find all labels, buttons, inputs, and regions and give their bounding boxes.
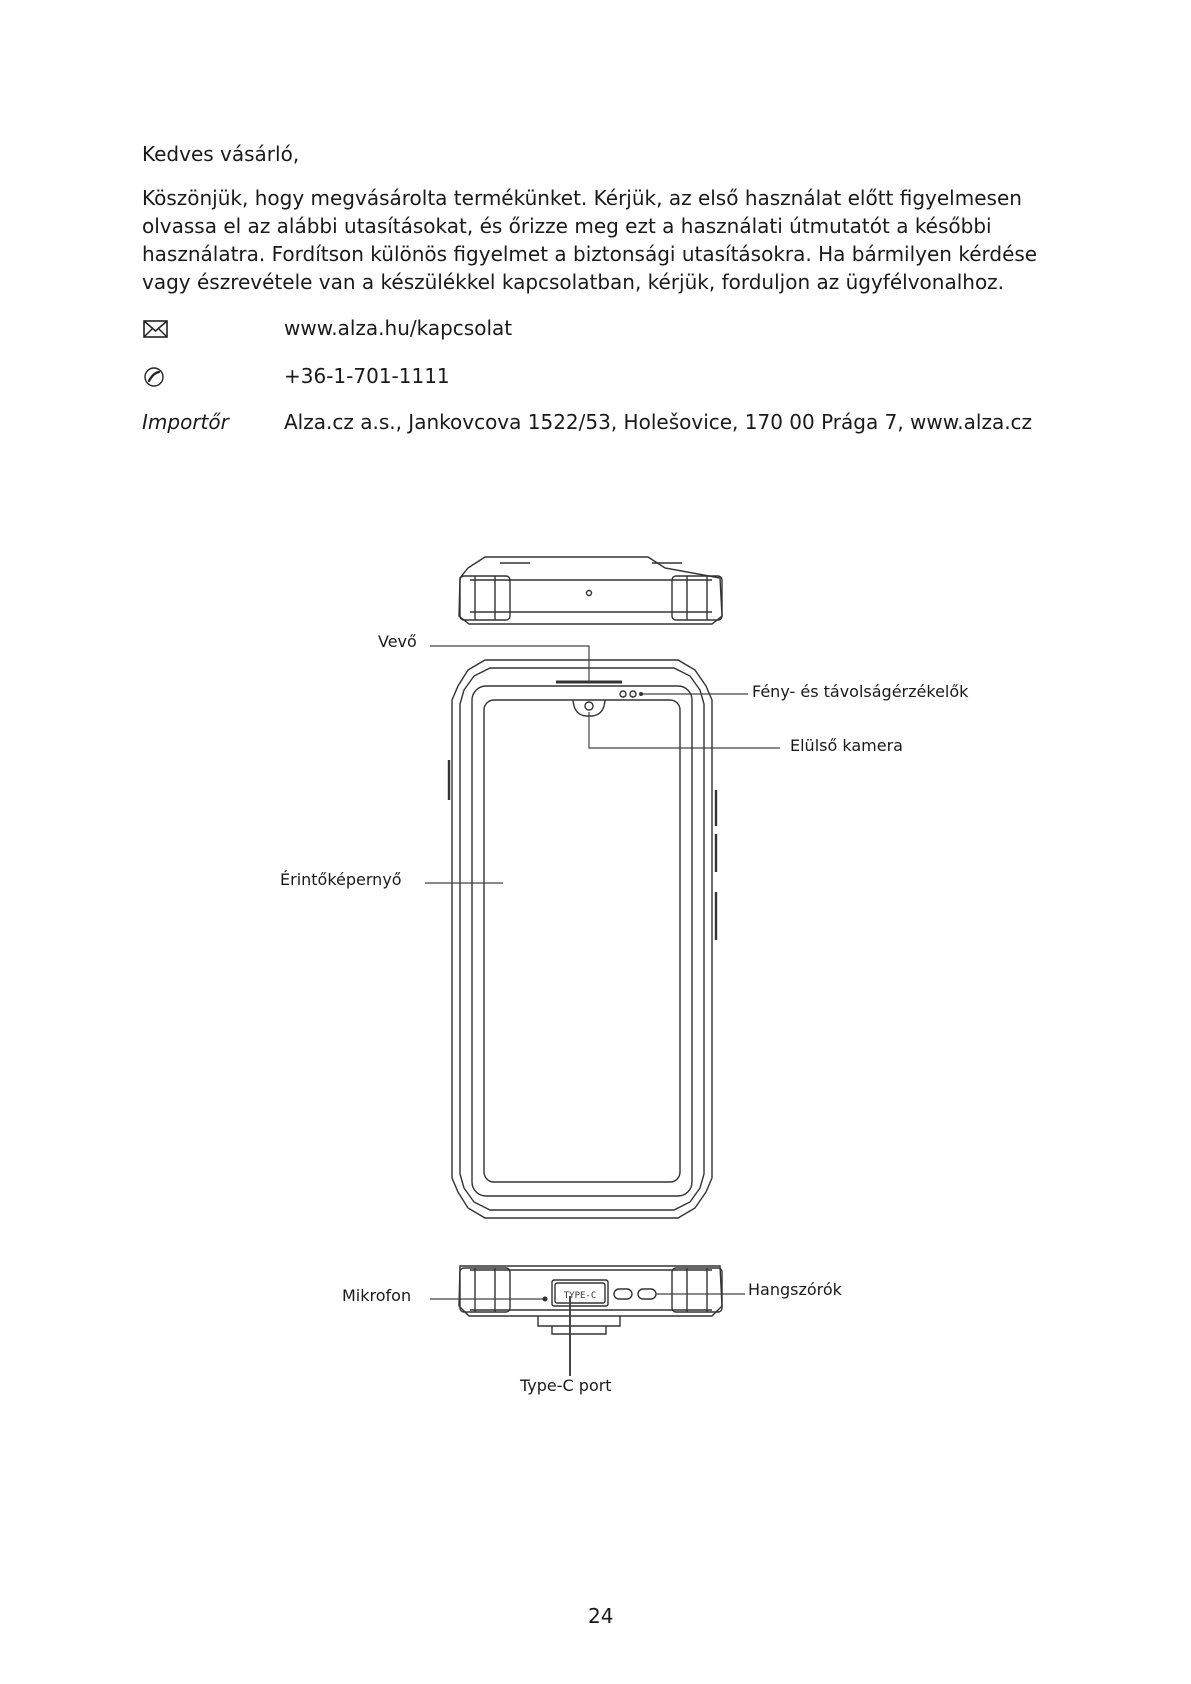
email-link[interactable]: www.alza.hu/kapcsolat [284, 316, 513, 340]
greeting: Kedves vásárló, [142, 142, 300, 166]
page-number: 24 [588, 1604, 614, 1628]
intro-line: használatra. Fordítson különös figyelmet… [142, 242, 1038, 266]
envelope-icon [143, 320, 168, 338]
label-sensors: Fény- és távolságérzékelők [752, 682, 969, 701]
label-receiver: Vevő [378, 632, 417, 651]
phone-icon [144, 367, 164, 387]
phone-front-view [447, 659, 718, 1219]
port-type-text: TYPE-C [564, 1291, 597, 1301]
label-typec-port: Type-C port [520, 1376, 612, 1395]
label-speakers: Hangszórók [748, 1280, 842, 1299]
intro-line: olvassa el az alábbi utasításokat, és őr… [142, 214, 992, 238]
label-touchscreen: Érintőképernyő [280, 870, 402, 889]
intro-line: vagy észrevétele van a készülékkel kapcs… [142, 270, 1005, 294]
intro-paragraph: Köszönjük, hogy megvásárolta termékünket… [142, 184, 1062, 296]
leader-lines [425, 645, 780, 1376]
importer-address: Alza.cz a.s., Jankovcova 1522/53, Holešo… [284, 410, 1033, 434]
importer-label: Importőr [142, 410, 229, 434]
phone-number[interactable]: +36-1-701-1111 [284, 364, 450, 388]
intro-line: Köszönjük, hogy megvásárolta termékünket… [142, 186, 1022, 210]
phone-top-view [458, 556, 723, 625]
label-microphone: Mikrofon [342, 1286, 412, 1305]
phone-bottom-view [458, 1265, 723, 1335]
label-front-camera: Elülső kamera [790, 736, 903, 755]
